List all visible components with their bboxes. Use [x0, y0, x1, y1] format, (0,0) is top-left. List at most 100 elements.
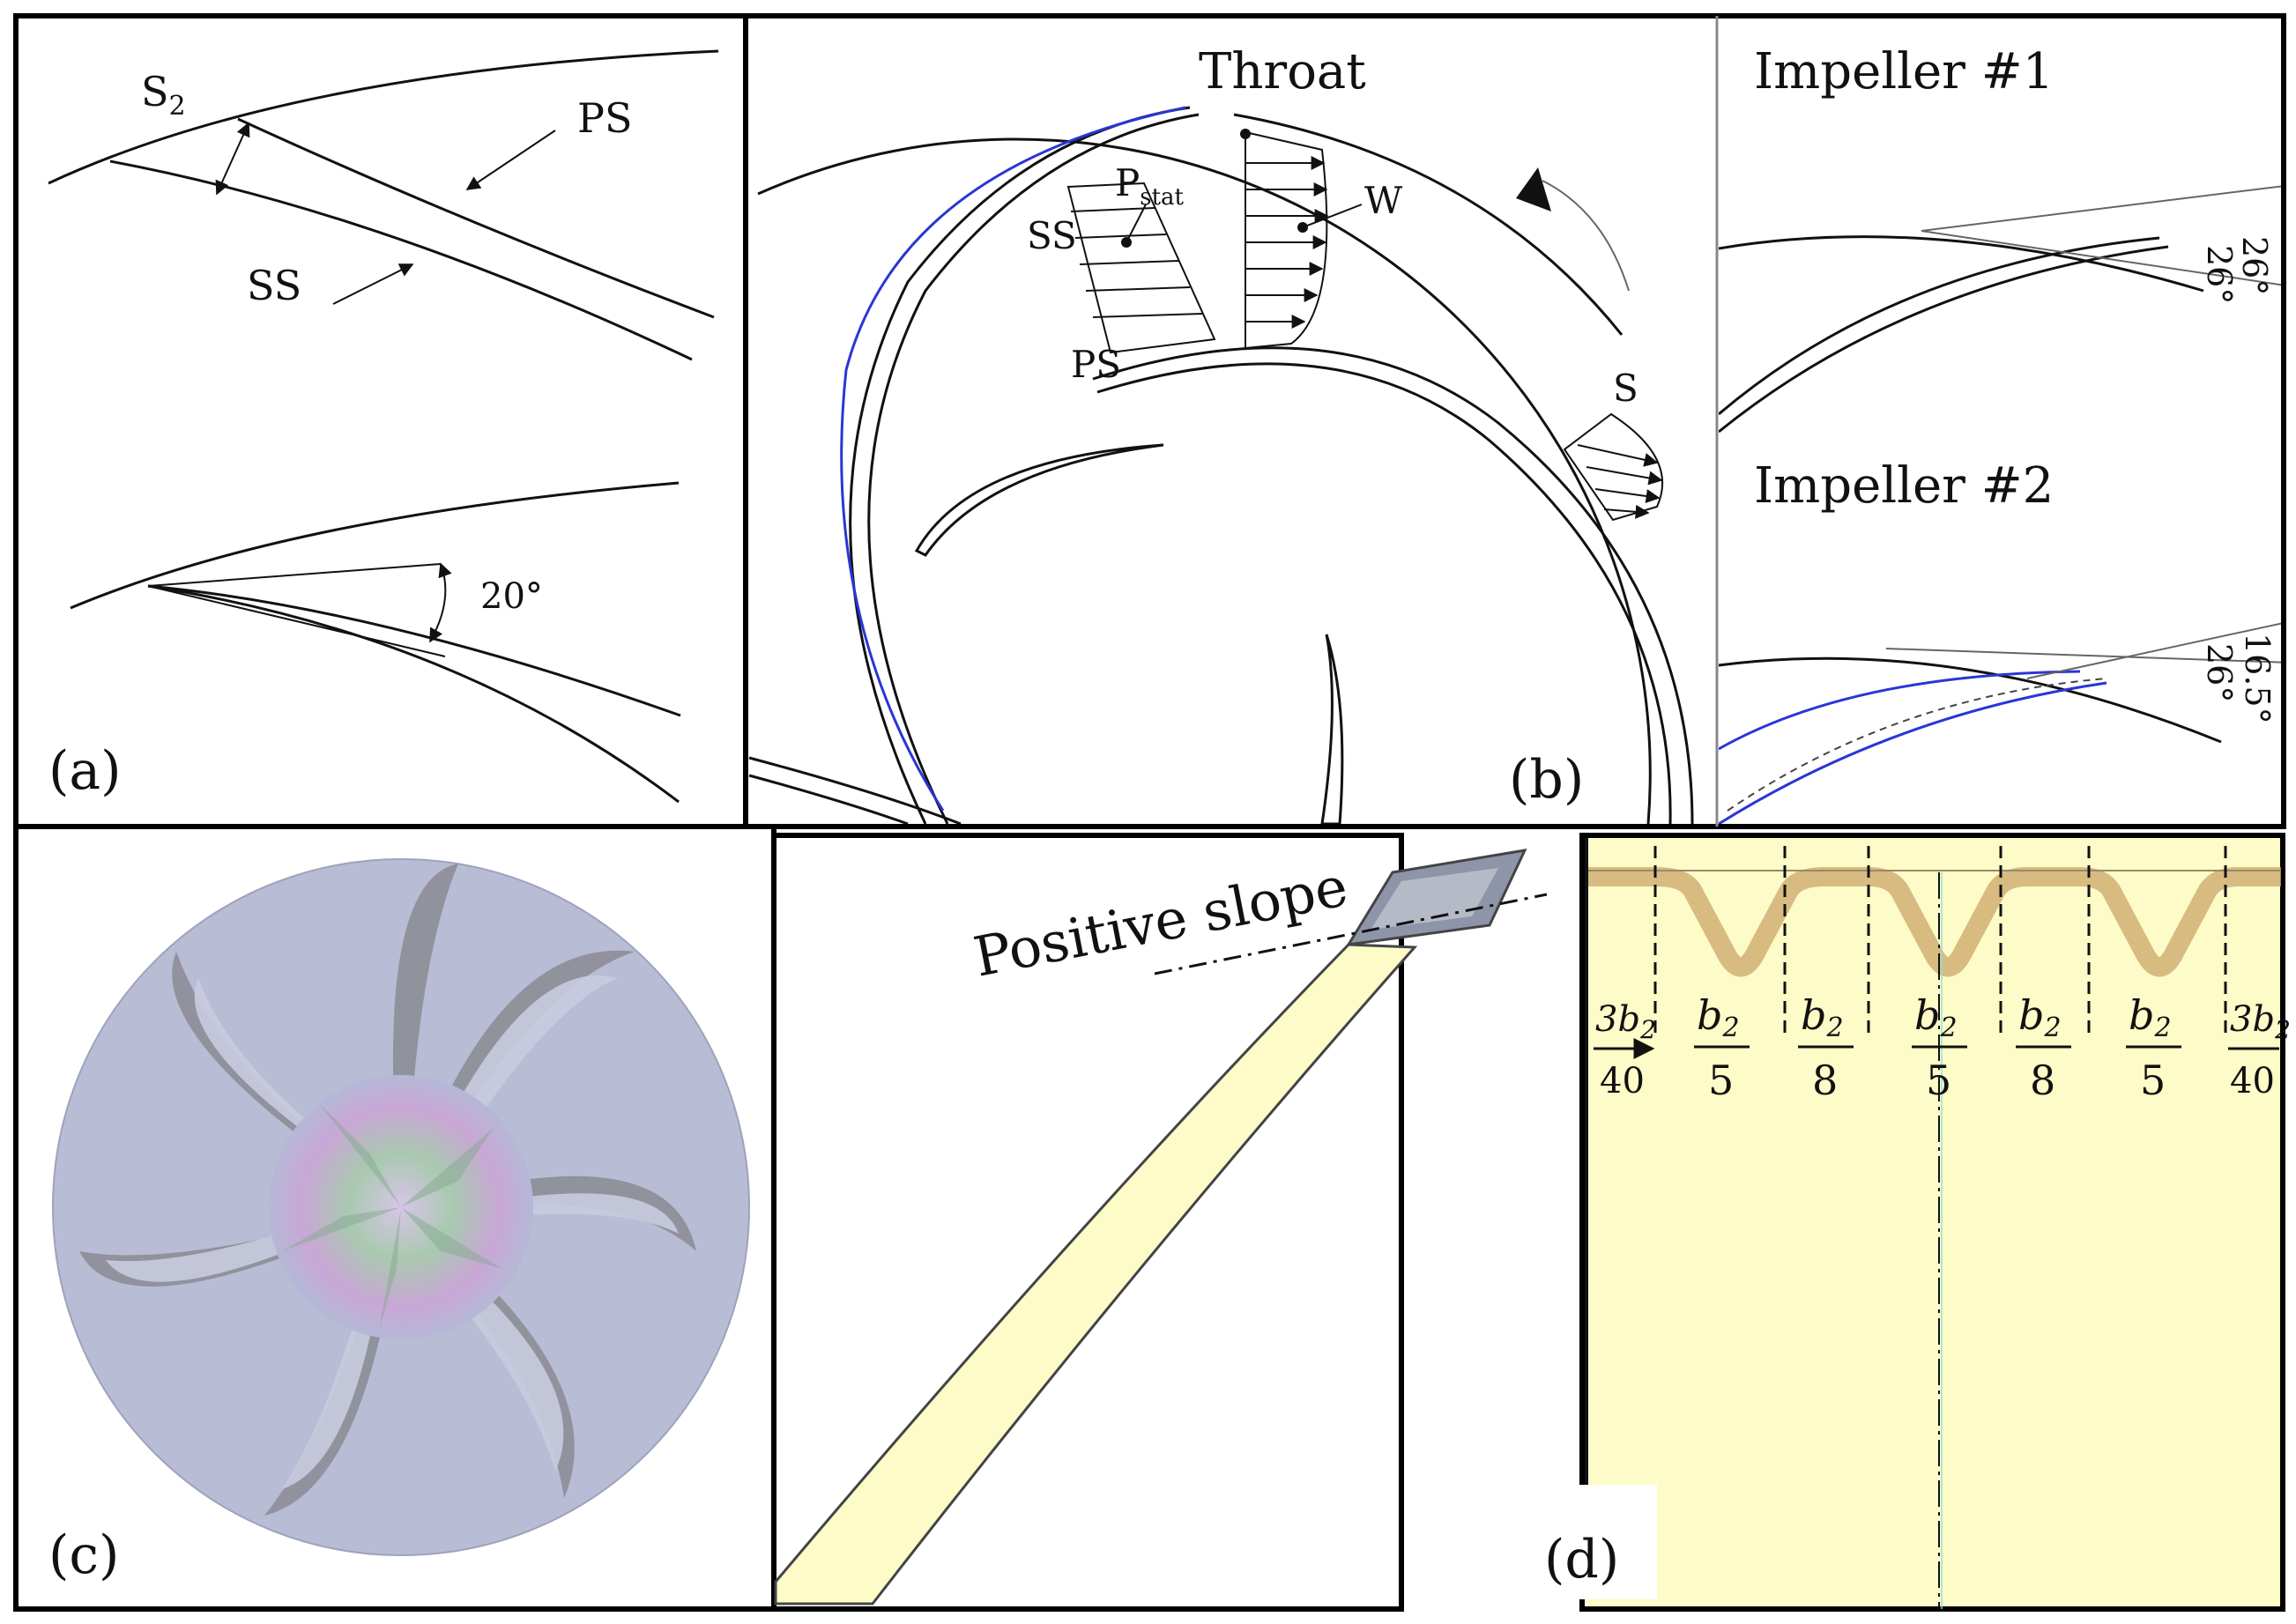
rotation-arc — [1542, 180, 1630, 292]
blade-lower-ss — [147, 584, 680, 804]
blade-lower-ps — [147, 584, 681, 717]
dim-b2-8-a: b2 8 — [1798, 991, 1854, 1104]
panel-a-label: (a) — [48, 740, 122, 802]
w-leader — [1302, 204, 1363, 228]
panel-b-label: (b) — [1509, 749, 1584, 811]
dim-b2-5-a: b2 5 — [1694, 991, 1750, 1104]
imp2-blue-lower — [1719, 681, 2107, 824]
imp2-angle-a: 16.5° — [2238, 633, 2277, 724]
dim-3b2-40-left: 3b2 40 — [1594, 999, 1656, 1101]
imp2-shroud — [1719, 656, 2222, 744]
svg-text:5: 5 — [1708, 1057, 1734, 1104]
imp1-shroud — [1719, 235, 2204, 293]
inclined-blade — [774, 943, 1418, 1605]
svg-text:40: 40 — [2230, 1061, 2275, 1101]
imp1-ref-2 — [1921, 230, 2281, 286]
imp1-ref-1 — [1921, 185, 2281, 232]
blade-upper-ps — [237, 117, 715, 319]
label-s: S — [1613, 367, 1638, 410]
svg-text:b2: b2 — [1914, 991, 1958, 1043]
svg-text:b2: b2 — [1801, 991, 1844, 1043]
label-impeller-2: Impeller #2 — [1754, 457, 2054, 515]
panel-d-right-frame — [1579, 833, 2285, 1612]
passage-width-arrow — [215, 122, 250, 196]
blue-modified-blade — [840, 106, 1186, 812]
throat-point — [1240, 129, 1251, 139]
panel-d-left-frame — [771, 833, 1404, 1612]
impeller-hub — [269, 1075, 533, 1339]
imp2-angle-b: 26° — [2200, 643, 2239, 702]
svg-text:5: 5 — [2140, 1057, 2166, 1104]
label-throat: Throat — [1199, 43, 1366, 100]
label-s2: S2 — [141, 68, 186, 122]
svg-text:b2: b2 — [2018, 991, 2062, 1043]
svg-text:8: 8 — [2030, 1057, 2055, 1104]
panel-b-frame — [743, 13, 2286, 829]
dim-b2-5-c: b2 5 — [2126, 991, 2181, 1104]
dim-b2-8-b: b2 8 — [2016, 991, 2071, 1104]
w-profile — [1245, 130, 1328, 350]
label-ps-b: PS — [1071, 343, 1121, 386]
angle-20-arrow — [429, 562, 452, 643]
blade-second-inner — [1092, 346, 1694, 824]
label-positive-slope: Positive slope — [969, 854, 1353, 990]
outer-circle — [757, 137, 1652, 824]
hub-vanes — [282, 1101, 502, 1331]
ss-pointer-arrow — [332, 263, 414, 305]
imp2-ref-1 — [1885, 648, 2281, 664]
ps-pointer-arrow — [465, 130, 556, 190]
splitter-blade-1 — [914, 443, 1164, 557]
label-pstat: Pstat — [1115, 161, 1185, 211]
imp1-angle-a: 26° — [2235, 236, 2274, 295]
impeller-section-view — [748, 106, 1694, 824]
imp2-original-dashed — [1727, 678, 2107, 812]
panel-c: (c) — [13, 824, 776, 1612]
panel-d: Positive slope 3b2 40 b2 5 — [771, 833, 2291, 1612]
pstat-distribution — [1066, 182, 1216, 354]
slope-reference-line — [1154, 893, 1548, 975]
panel-c-label: (c) — [48, 1524, 119, 1586]
s-arrows — [1577, 444, 1663, 519]
panel-b: Throat Pstat W SS PS S (b) Impeller #1 2… — [743, 13, 2286, 829]
svg-text:8: 8 — [1812, 1057, 1838, 1104]
svg-text:3b2: 3b2 — [2230, 999, 2291, 1044]
dim-b2-5-b: b2 5 — [1912, 991, 1967, 1104]
svg-text:b2: b2 — [2129, 991, 2172, 1043]
serrated-trailing-edge — [1588, 867, 2281, 977]
blade-upper-curve — [48, 49, 719, 185]
imp1-blade-b — [1719, 245, 2169, 434]
blade-lower-curve — [70, 481, 680, 610]
label-w: W — [1364, 179, 1403, 222]
pstat-leader — [1126, 204, 1147, 243]
blade-main-outer — [867, 113, 1200, 824]
label-angle-20: 20° — [480, 576, 543, 617]
dim-3b2-40-right: 3b2 40 — [2228, 999, 2291, 1101]
svg-text:40: 40 — [1600, 1061, 1645, 1101]
imp2-blue-upper — [1719, 670, 2081, 751]
imp2-ref-2 — [2026, 622, 2281, 679]
imp1-angle-b: 26° — [2200, 245, 2239, 304]
blade-tip-face — [1371, 868, 1498, 930]
label-ss-b: SS — [1027, 214, 1077, 257]
label-impeller-1: Impeller #1 — [1754, 43, 2054, 100]
w-arrows — [1245, 156, 1329, 329]
bottom-arc-2 — [748, 774, 909, 824]
panel-a: S2 PS SS 20° (a) — [13, 13, 748, 829]
svg-text:5: 5 — [1926, 1057, 1951, 1104]
svg-text:3b2: 3b2 — [1595, 999, 1656, 1044]
angle-ref-lower — [147, 585, 446, 657]
blade-main-inner — [849, 106, 1191, 824]
dimension-dividers — [1653, 846, 2227, 1040]
pstat-hatches — [1070, 207, 1203, 318]
label-backdrop-d — [1516, 1485, 1657, 1599]
impeller-details: Impeller #1 26° 26° Impeller #2 16.5° 26… — [1719, 43, 2281, 824]
label-ps: PS — [577, 94, 632, 142]
angle-ref-upper — [147, 563, 442, 587]
rotation-arrowhead — [1516, 167, 1551, 211]
imp1-blade-a — [1719, 236, 2160, 416]
throat-arc — [1233, 113, 1624, 336]
panel-a-frame — [13, 13, 748, 829]
blade-upper-ss — [109, 159, 693, 361]
panel-d-label: (d) — [1544, 1529, 1619, 1591]
